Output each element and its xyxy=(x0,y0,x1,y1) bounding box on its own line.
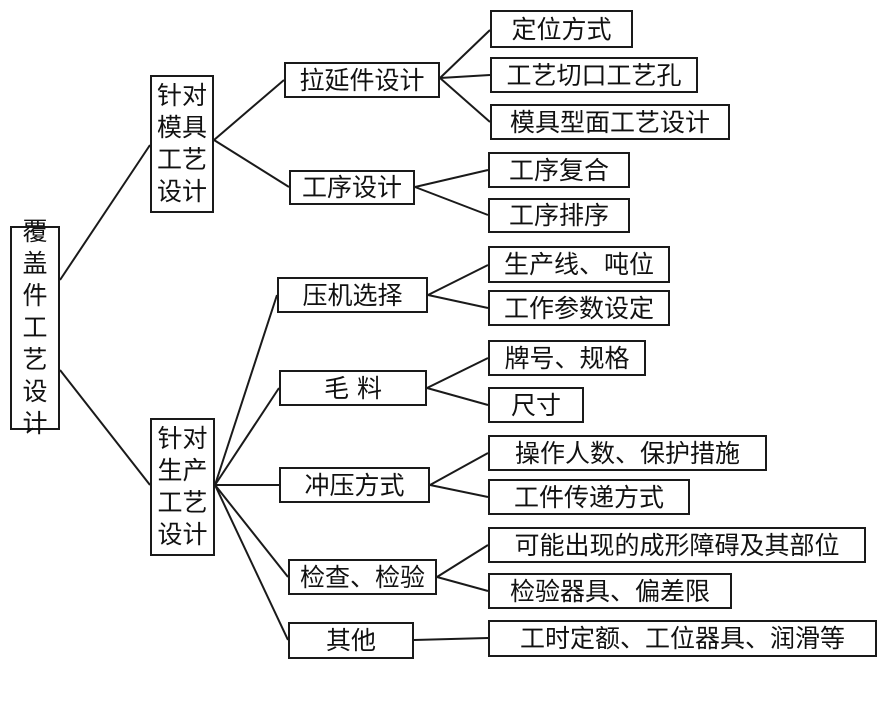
leaf-node: 工序复合 xyxy=(488,152,630,188)
leaf-node: 工序排序 xyxy=(488,198,630,233)
mid-node: 检查、检验 xyxy=(288,559,437,595)
root-label: 覆盖件工艺设计 xyxy=(22,217,48,438)
branch-node-production: 针对生产工艺设计 xyxy=(150,418,215,556)
leaf-label: 工序复合 xyxy=(508,155,609,185)
mid-label: 检查、检验 xyxy=(299,562,425,592)
mid-label: 工序设计 xyxy=(301,173,402,202)
leaf-label: 工序排序 xyxy=(508,201,609,230)
branch-label: 针对模具工艺设计 xyxy=(157,81,208,206)
mid-node: 压机选择 xyxy=(277,277,428,313)
leaf-node: 可能出现的成形障碍及其部位 xyxy=(488,527,866,563)
leaf-node: 工时定额、工位器具、润滑等 xyxy=(488,620,877,657)
leaf-node: 生产线、吨位 xyxy=(488,246,670,283)
mid-label: 拉延件设计 xyxy=(299,65,425,95)
leaf-node: 工艺切口工艺孔 xyxy=(490,57,698,93)
leaf-node: 模具型面工艺设计 xyxy=(490,104,730,140)
leaf-label: 牌号、规格 xyxy=(504,343,630,373)
leaf-node: 工作参数设定 xyxy=(488,290,670,326)
branch-node-mold: 针对模具工艺设计 xyxy=(150,75,214,213)
leaf-label: 生产线、吨位 xyxy=(503,250,654,279)
leaf-node: 操作人数、保护措施 xyxy=(488,435,767,471)
mid-node: 工序设计 xyxy=(289,170,415,205)
leaf-label: 工艺切口工艺孔 xyxy=(506,60,682,90)
leaf-node: 定位方式 xyxy=(490,10,633,48)
mid-label: 毛 料 xyxy=(324,373,382,403)
mid-label: 冲压方式 xyxy=(304,470,405,500)
leaf-label: 工时定额、工位器具、润滑等 xyxy=(519,624,845,653)
branch-label: 针对生产工艺设计 xyxy=(157,424,208,549)
mid-label: 压机选择 xyxy=(302,280,403,310)
leaf-node: 检验器具、偏差限 xyxy=(488,573,732,609)
leaf-label: 检验器具、偏差限 xyxy=(509,576,710,606)
leaf-label: 工件传递方式 xyxy=(513,482,664,512)
mid-node: 拉延件设计 xyxy=(284,62,440,98)
mid-label: 其他 xyxy=(325,626,376,655)
leaf-node: 尺寸 xyxy=(488,387,584,423)
mid-node: 冲压方式 xyxy=(279,467,430,503)
leaf-label: 定位方式 xyxy=(511,14,612,44)
root-node: 覆盖件工艺设计 xyxy=(10,217,60,438)
leaf-label: 可能出现的成形障碍及其部位 xyxy=(514,530,840,560)
mid-node: 毛 料 xyxy=(279,370,427,406)
leaf-node: 牌号、规格 xyxy=(488,340,646,376)
leaf-label: 操作人数、保护措施 xyxy=(514,438,740,468)
leaf-label: 工作参数设定 xyxy=(503,293,654,323)
leaf-label: 尺寸 xyxy=(510,390,561,420)
mid-node: 其他 xyxy=(288,622,414,659)
leaf-label: 模具型面工艺设计 xyxy=(509,107,710,137)
leaf-node: 工件传递方式 xyxy=(488,479,690,515)
